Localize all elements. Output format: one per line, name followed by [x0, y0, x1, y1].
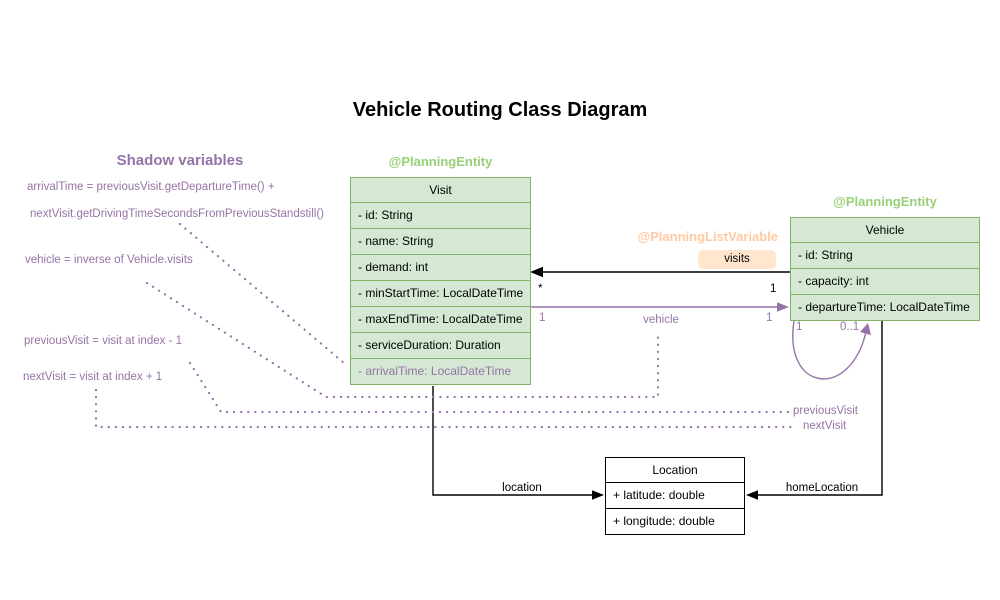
vehicle-multiplicity-left: 1: [539, 312, 546, 324]
self-loop-multiplicity-zero-one: 0..1: [840, 321, 860, 333]
visit-field-id: - id: String: [350, 203, 531, 229]
vehicle-edge-label: vehicle: [643, 314, 679, 326]
location-class-box: Location + latitude: double + longitude:…: [605, 457, 745, 535]
vehicle-multiplicity-right: 1: [766, 312, 773, 324]
page-title: Vehicle Routing Class Diagram: [352, 99, 648, 121]
vehicle-field-departuretime: - departureTime: LocalDateTime: [790, 295, 980, 321]
visit-field-serviceduration: - serviceDuration: Duration: [350, 333, 531, 359]
shadow-note-arrivaltime-2: nextVisit.getDrivingTimeSecondsFromPrevi…: [30, 208, 324, 220]
vehicle-class-name: Vehicle: [790, 217, 980, 243]
visit-field-demand: - demand: int: [350, 255, 531, 281]
shadow-variables-heading: Shadow variables: [116, 152, 244, 169]
home-location-edge-label: homeLocation: [785, 482, 859, 494]
visits-badge: visits: [698, 250, 776, 269]
shadow-note-previousvisit: previousVisit = visit at index - 1: [24, 335, 182, 347]
location-class-name: Location: [605, 457, 745, 483]
visit-field-arrivaltime: - arrivalTime: LocalDateTime: [350, 359, 531, 385]
planning-list-variable-annotation: @PlanningListVariable: [637, 229, 778, 244]
location-edge-label: location: [502, 482, 542, 494]
location-field-longitude: + longitude: double: [605, 509, 745, 535]
shadow-note-arrivaltime-1: arrivalTime = previousVisit.getDeparture…: [27, 181, 275, 193]
visits-multiplicity-star: *: [538, 283, 543, 295]
planning-entity-annotation-vehicle: @PlanningEntity: [833, 194, 937, 209]
vehicle-association-arrow: [530, 302, 789, 312]
shadow-note-vehicle: vehicle = inverse of Vehicle.visits: [25, 254, 193, 266]
previous-visit-label: previousVisit: [793, 405, 858, 417]
shadow-note-nextvisit: nextVisit = visit at index + 1: [23, 371, 163, 383]
visit-field-name: - name: String: [350, 229, 531, 255]
visit-field-maxendtime: - maxEndTime: LocalDateTime: [350, 307, 531, 333]
vehicle-field-id: - id: String: [790, 243, 980, 269]
self-loop-multiplicity-one: 1: [796, 321, 803, 333]
visit-class-box: Visit - id: String - name: String - dema…: [350, 177, 531, 385]
vehicle-field-capacity: - capacity: int: [790, 269, 980, 295]
vehicle-self-loop-arrow: [792, 320, 871, 380]
location-field-latitude: + latitude: double: [605, 483, 745, 509]
vehicle-class-box: Vehicle - id: String - capacity: int - d…: [790, 217, 980, 321]
visit-class-name: Visit: [350, 177, 531, 203]
dotted-link-nextvisit: [94, 388, 799, 429]
next-visit-label: nextVisit: [803, 420, 847, 432]
visits-multiplicity-one: 1: [770, 283, 777, 295]
planning-entity-annotation-visit: @PlanningEntity: [388, 154, 493, 169]
dotted-link-arrivaltime: [178, 222, 346, 365]
visit-field-minstarttime: - minStartTime: LocalDateTime: [350, 281, 531, 307]
